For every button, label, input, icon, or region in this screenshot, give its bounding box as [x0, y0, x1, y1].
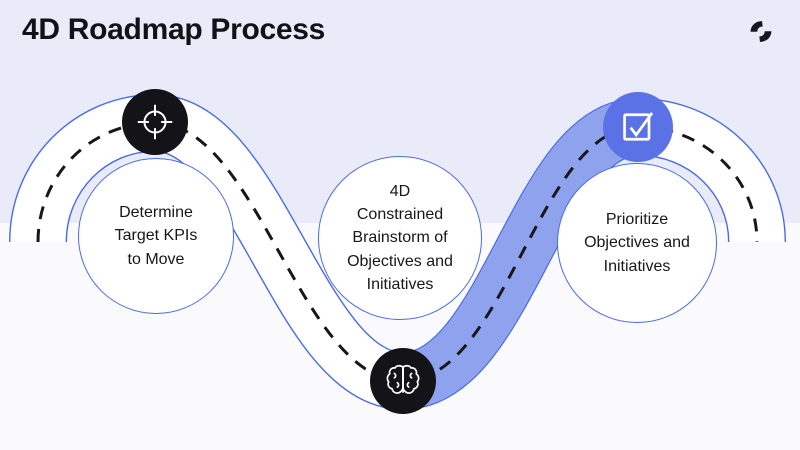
step-label: 4D Constrained Brainstorm of Objectives … [347, 183, 453, 293]
brain-icon [370, 348, 436, 414]
step-circle-determine-kpis: Determine Target KPIs to Move [78, 158, 234, 314]
step-circle-prioritize: Prioritize Objectives and Initiatives [557, 163, 717, 323]
step-circle-brainstorm: 4D Constrained Brainstorm of Objectives … [318, 156, 482, 320]
step-label: Determine Target KPIs to Move [114, 204, 198, 268]
target-icon [122, 89, 188, 155]
page-title: 4D Roadmap Process [22, 13, 326, 46]
step-label: Prioritize Objectives and Initiatives [584, 211, 690, 275]
swirl-logo-icon [747, 19, 775, 44]
checkbox-icon [603, 92, 673, 162]
